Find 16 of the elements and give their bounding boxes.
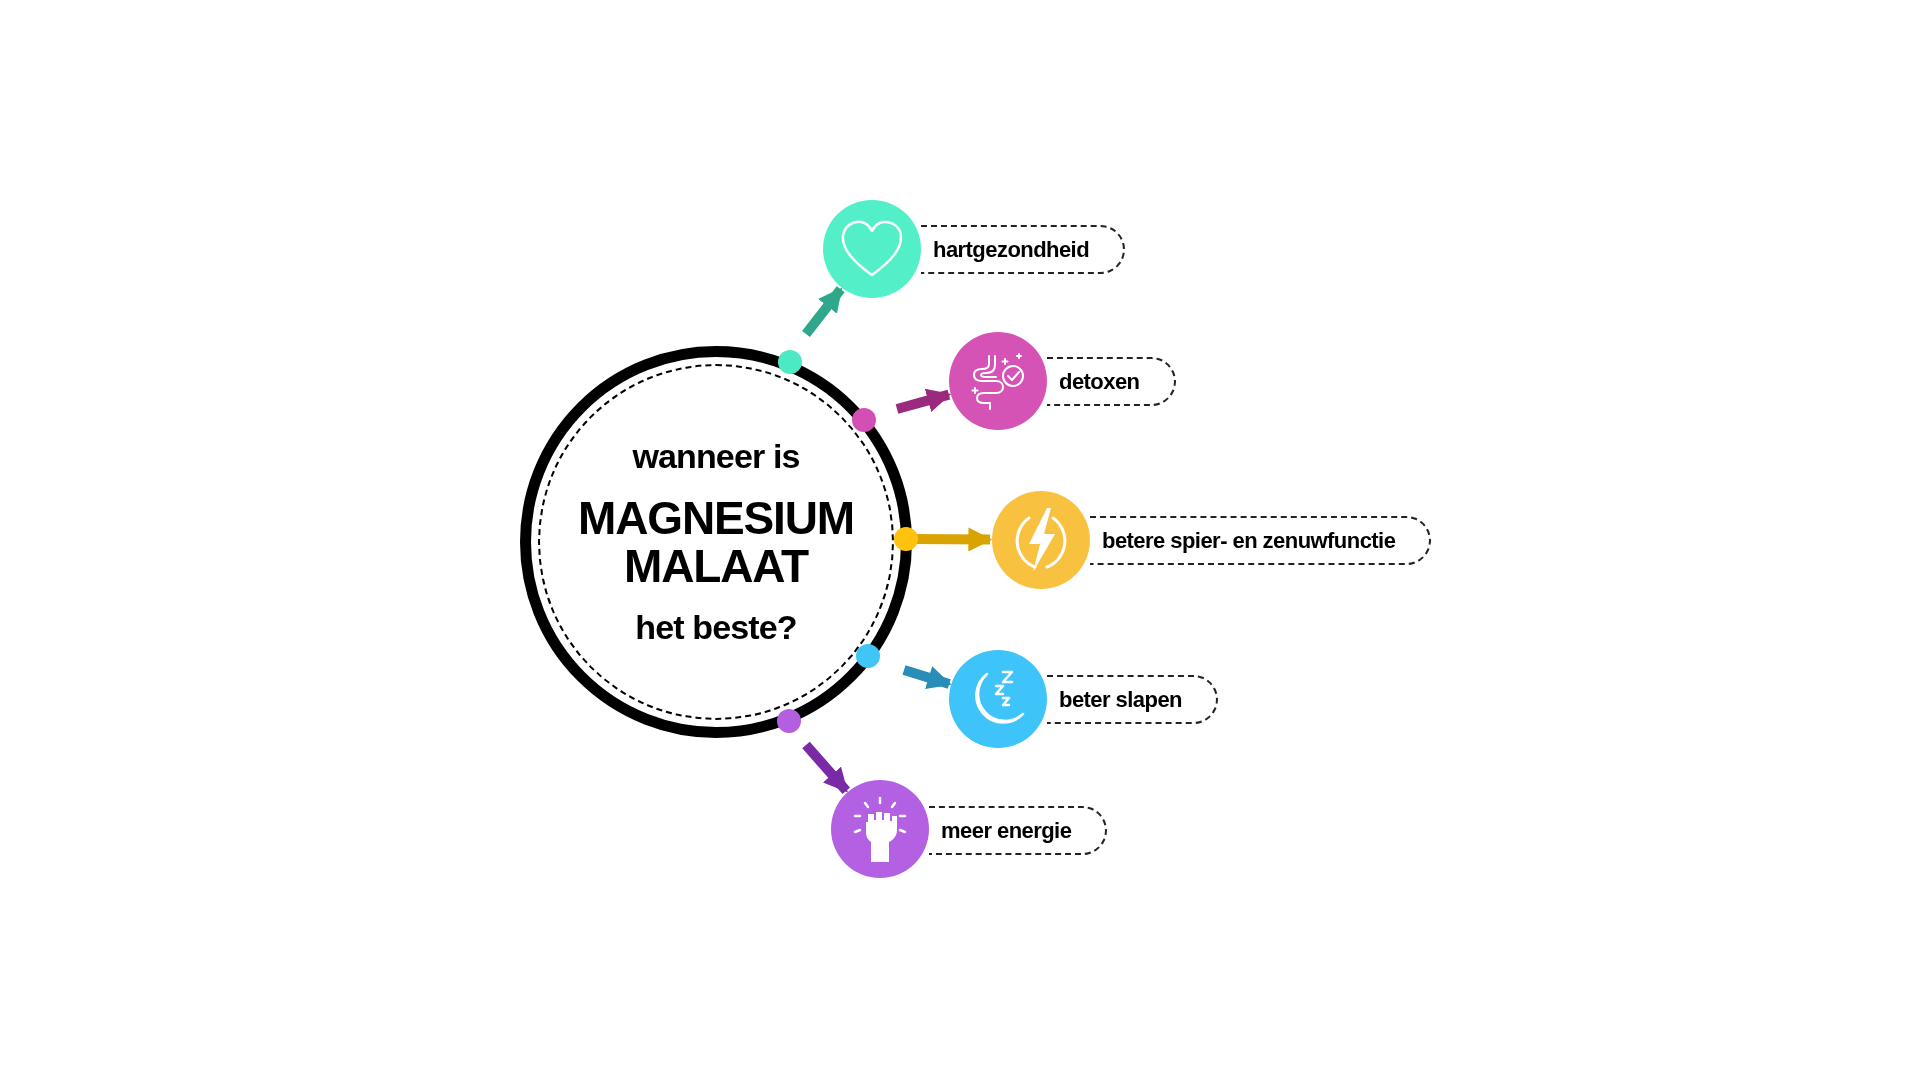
dashed-label-pill [1090,516,1432,565]
heading-text: wanneer is [632,435,800,477]
dashed-label-pill [929,806,1108,855]
arrow [802,741,851,795]
arrow [802,286,845,338]
benefit-label: beter slapen [1059,686,1182,714]
heading-text: het beste? [635,607,797,649]
benefit-label: hartgezondheid [933,236,1090,264]
benefit-label: meer energie [941,817,1072,845]
dashed-label-pill [1047,675,1218,724]
arrow [895,388,952,414]
benefit-label: detoxen [1059,368,1140,396]
dashed-label-pill [921,225,1126,274]
benefit-label: betere spier- en zenuwfunctie [1102,527,1396,555]
dashed-label-pill [1047,357,1176,406]
main-heading: MAGNESIUM MALAAT [577,493,855,591]
